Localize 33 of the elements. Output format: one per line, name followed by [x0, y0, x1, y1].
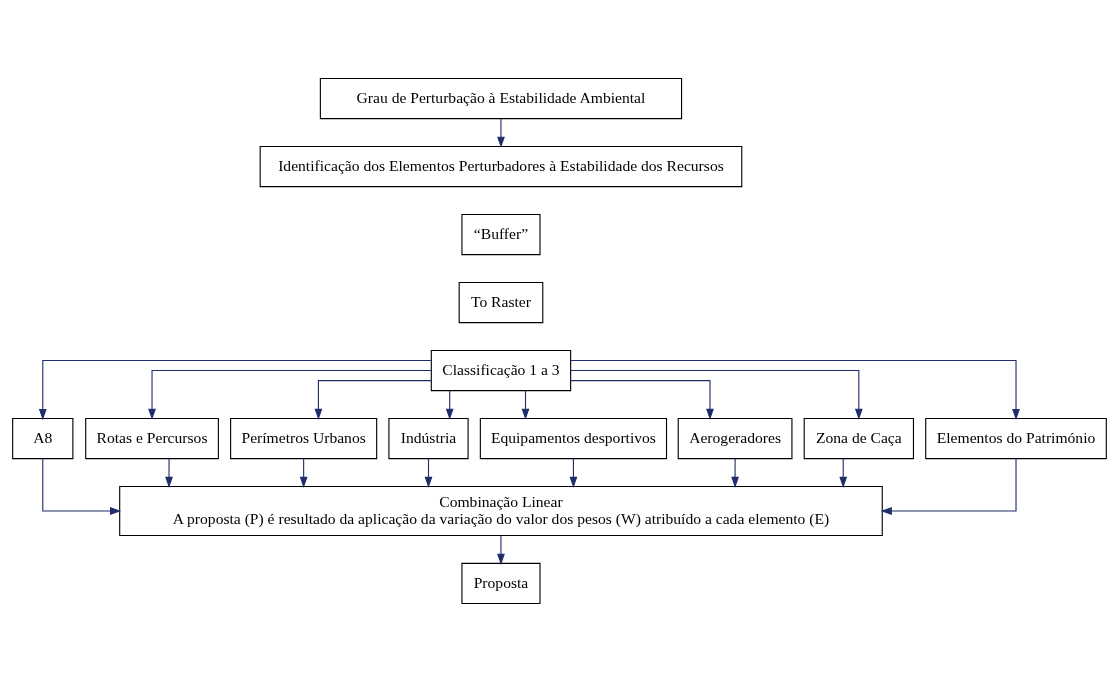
- node-box: Grau de Perturbação à Estabilidade Ambiental: [319, 77, 683, 119]
- arrow: [880, 457, 1017, 515]
- node-box: Zona de Caça: [803, 417, 914, 459]
- node-box: Equipamentos desportivos: [479, 417, 668, 459]
- arrow: [424, 457, 433, 488]
- arrow: [445, 389, 454, 420]
- arrow: [497, 534, 505, 565]
- node-box: “Buffer”: [461, 213, 541, 255]
- arrow: [521, 389, 530, 420]
- arrow: [299, 457, 308, 488]
- node-box: Rotas e Percursos: [85, 417, 219, 459]
- arrow: [148, 369, 432, 420]
- node-box: Indústria: [388, 417, 469, 459]
- arrow: [570, 359, 1020, 420]
- arrow: [839, 457, 848, 488]
- arrow: [165, 457, 173, 488]
- node-box: Proposta: [461, 562, 541, 604]
- node-box: Combinação Linear A proposta (P) é resultado da aplicação da variação do valor dos pesos (W) atribuído a cada elemento (E): [119, 485, 883, 536]
- node-box: Elementos do Património: [925, 417, 1107, 459]
- node-box: Aerogeradores: [677, 417, 793, 459]
- node-box: To Raster: [458, 281, 544, 323]
- node-box: Identificação dos Elementos Perturbadores à Estabilidade dos Recursos: [259, 145, 743, 187]
- node-box: Classificação 1 a 3: [430, 349, 572, 391]
- arrow: [731, 457, 739, 488]
- arrow: [569, 457, 578, 488]
- arrow: [38, 359, 432, 420]
- arrow: [314, 379, 432, 420]
- arrow: [497, 117, 505, 148]
- arrow: [42, 457, 122, 515]
- node-box: Perímetros Urbanos: [230, 417, 378, 459]
- node-box: A8: [12, 417, 74, 459]
- arrow: [570, 379, 714, 420]
- arrow: [570, 369, 863, 420]
